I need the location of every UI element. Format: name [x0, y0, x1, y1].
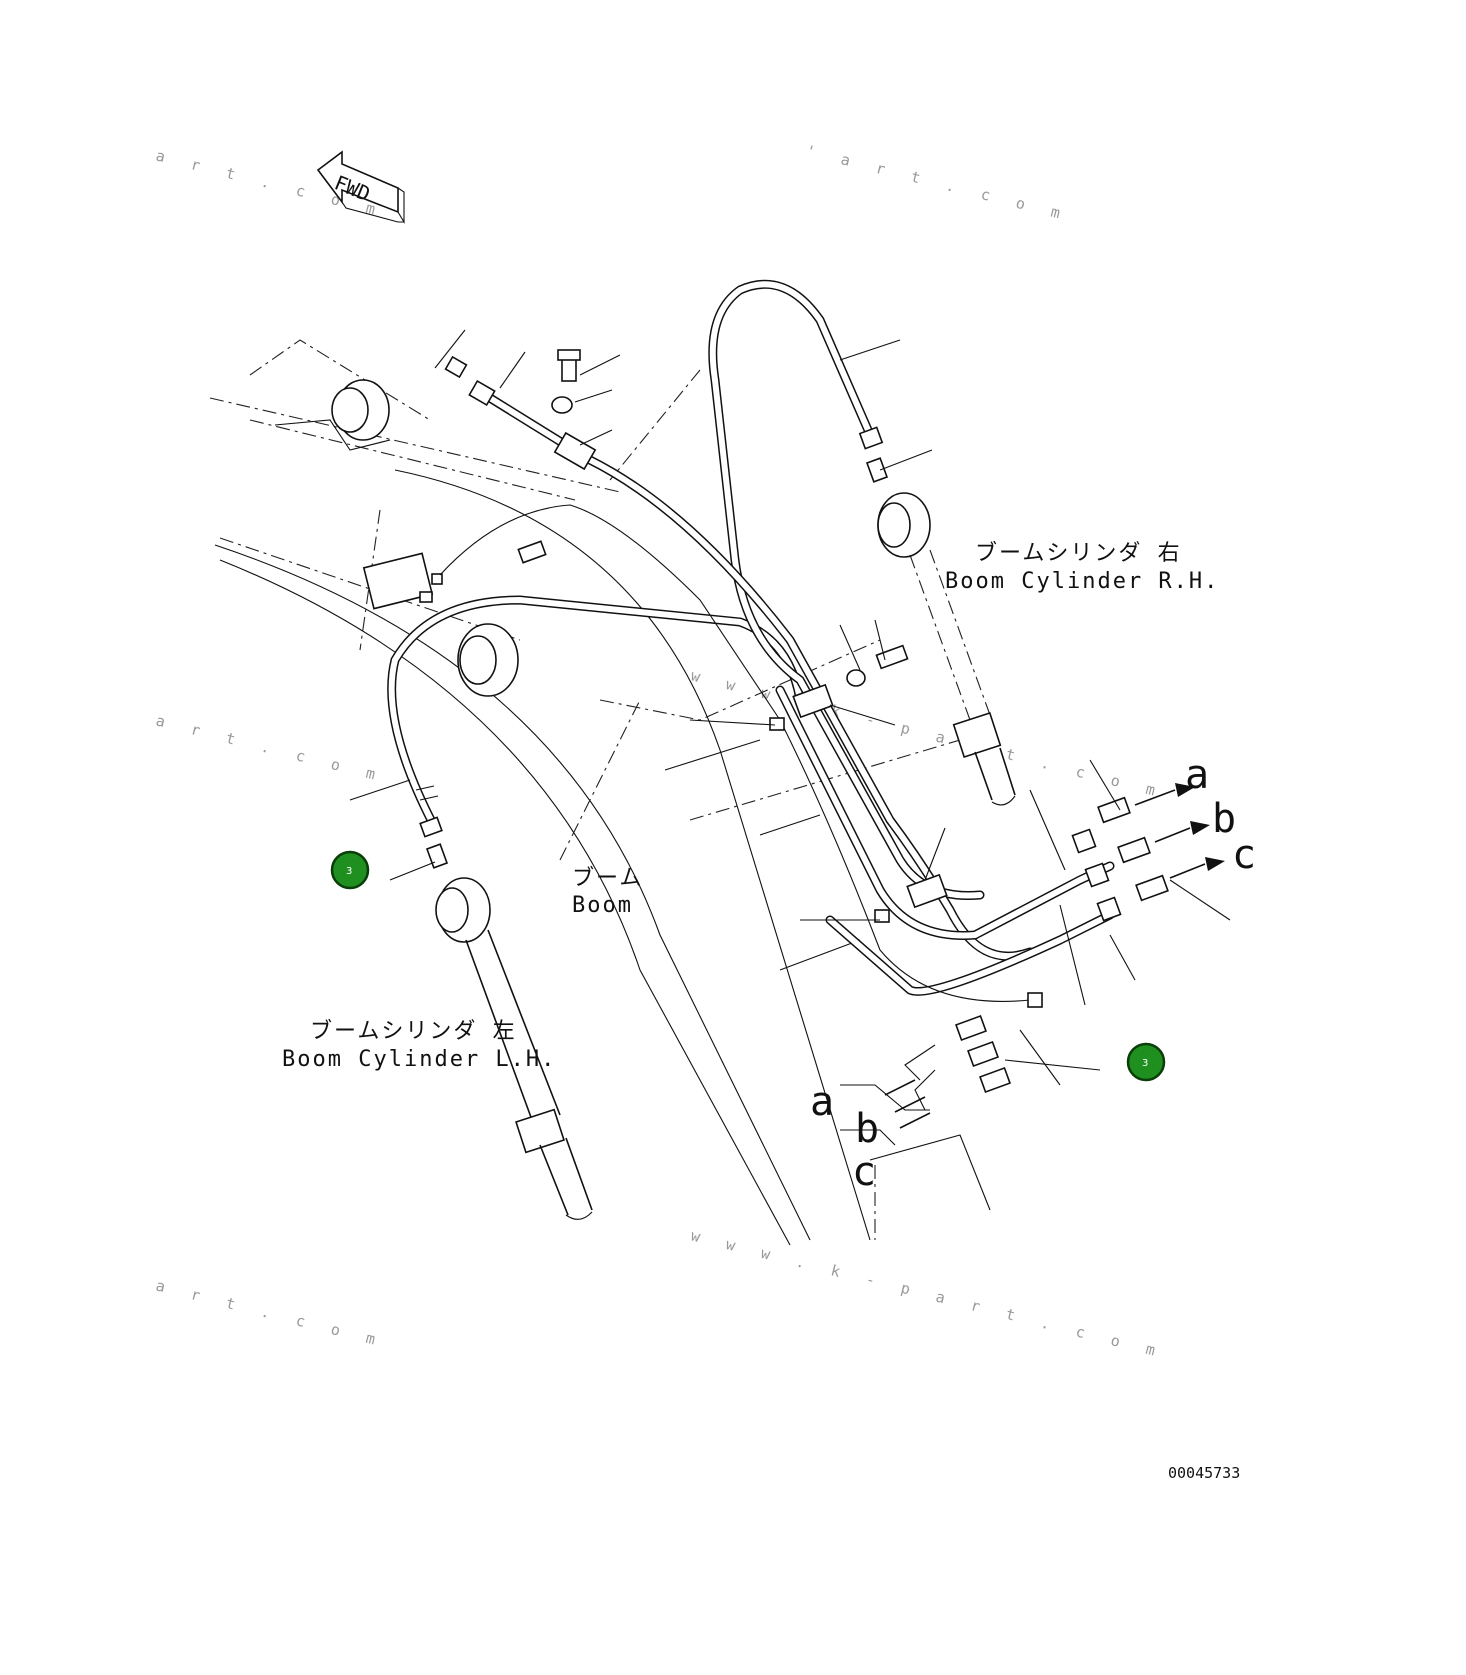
fittings-lower — [840, 1015, 1011, 1146]
boom-pin — [457, 623, 519, 697]
hose-clamps — [517, 431, 1043, 1008]
hose-upper-pipe — [444, 355, 1035, 961]
boom-label-en: Boom — [572, 893, 633, 918]
watermark-4: w w w . k - p a r t . c o m — [689, 666, 1166, 801]
port-letter-b-right: b — [1212, 796, 1236, 842]
port-letter-a-right: a — [1185, 752, 1209, 798]
boom-structure — [209, 339, 991, 1246]
fittings-right — [1097, 783, 1225, 902]
watermark-6: w w w . k - p a r t . c o m — [689, 1226, 1166, 1361]
boom-label-jp: ブーム — [572, 866, 643, 891]
port-letter-c-right: c — [1232, 832, 1256, 878]
port-letter-b-left: b — [855, 1106, 879, 1152]
callout-badge-right[interactable]: 3 — [1126, 1042, 1166, 1082]
drawing-number: 00045733 — [1168, 1464, 1240, 1482]
hose-right-loop — [708, 279, 985, 901]
watermark-3: a r t . c o m — [154, 711, 386, 785]
watermark-2: ' a r t . c o m — [804, 141, 1071, 224]
hose-lower-pipe — [775, 685, 1122, 996]
boom-foot-bracket — [274, 379, 443, 610]
port-letter-a-left: a — [810, 1079, 834, 1125]
leader-lines — [349, 329, 1231, 1086]
callout-badge-left-label: 3 — [346, 866, 352, 877]
callout-badge-right-label: 3 — [1142, 1058, 1148, 1069]
cylinder-lh-label-en: Boom Cylinder L.H. — [282, 1047, 556, 1072]
hose-left-loop — [387, 595, 805, 869]
boom-cylinder-left — [435, 877, 593, 1220]
cylinder-rh-label-jp: ブームシリンダ 右 — [975, 541, 1182, 566]
fwd-arrow-icon: FWD — [316, 150, 405, 224]
boom-cylinder-right — [877, 492, 1016, 806]
port-letter-c-left: c — [852, 1149, 876, 1195]
bolts-and-washers — [551, 349, 909, 687]
watermark-5: a r t . c o m — [154, 1276, 386, 1350]
callout-badge-left[interactable]: 3 — [330, 850, 370, 890]
cylinder-lh-label-jp: ブームシリンダ 左 — [310, 1019, 517, 1044]
cylinder-rh-label-en: Boom Cylinder R.H. — [945, 569, 1219, 594]
